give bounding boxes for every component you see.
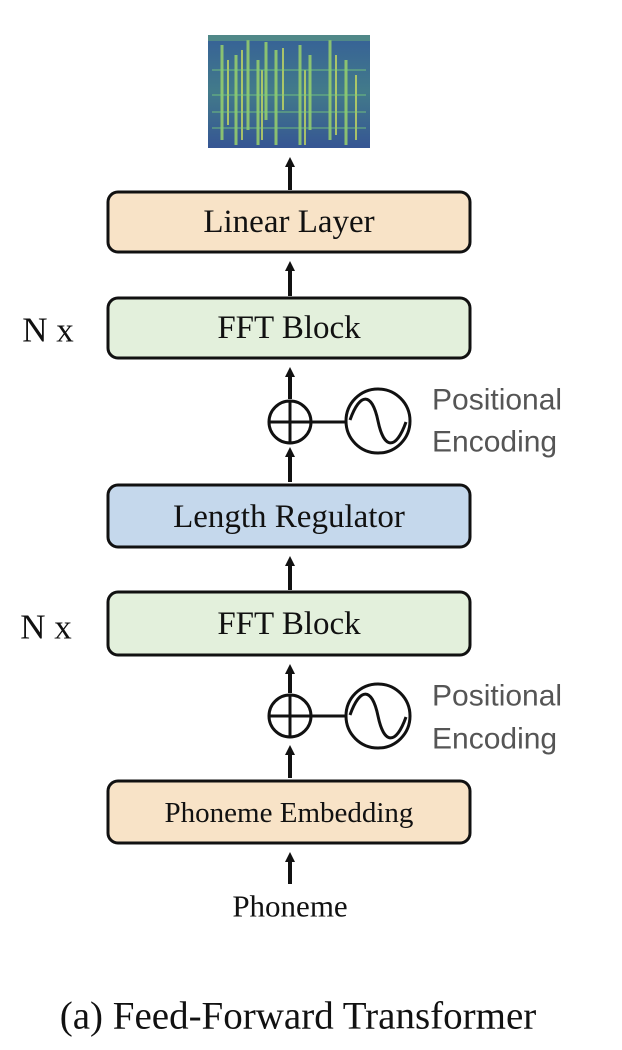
fft-block-top-box xyxy=(106,296,472,360)
length-regulator-box xyxy=(106,483,472,549)
linear-layer-box xyxy=(106,190,472,254)
fft-block-bottom-box xyxy=(106,590,472,657)
sine-wave-bottom-icon xyxy=(344,682,412,750)
input-label: Phoneme xyxy=(232,889,347,924)
phoneme-embedding-box xyxy=(106,779,472,845)
fft-block-top-label: FFT Block xyxy=(217,310,361,346)
positional-encoding-top-line1: Positional xyxy=(432,384,562,417)
positional-encoding-top-line2: Encoding xyxy=(432,426,557,459)
figure-caption: (a) Feed-Forward Transformer xyxy=(60,995,537,1038)
sine-wave-top-icon xyxy=(344,387,412,455)
adder-bottom-icon xyxy=(267,693,313,739)
positional-encoding-bottom-line2: Encoding xyxy=(432,723,557,756)
adder-top-icon xyxy=(267,399,313,445)
linear-layer-label: Linear Layer xyxy=(203,204,374,240)
positional-encoding-bottom-line1: Positional xyxy=(432,680,562,713)
repeat-label-bottom: N x xyxy=(20,608,72,647)
length-regulator-label: Length Regulator xyxy=(173,499,405,535)
mel-spectrogram-image xyxy=(208,35,370,148)
repeat-label-top: N x xyxy=(22,311,74,350)
phoneme-embedding-label: Phoneme Embedding xyxy=(165,797,414,829)
fft-block-bottom-label: FFT Block xyxy=(217,606,361,642)
